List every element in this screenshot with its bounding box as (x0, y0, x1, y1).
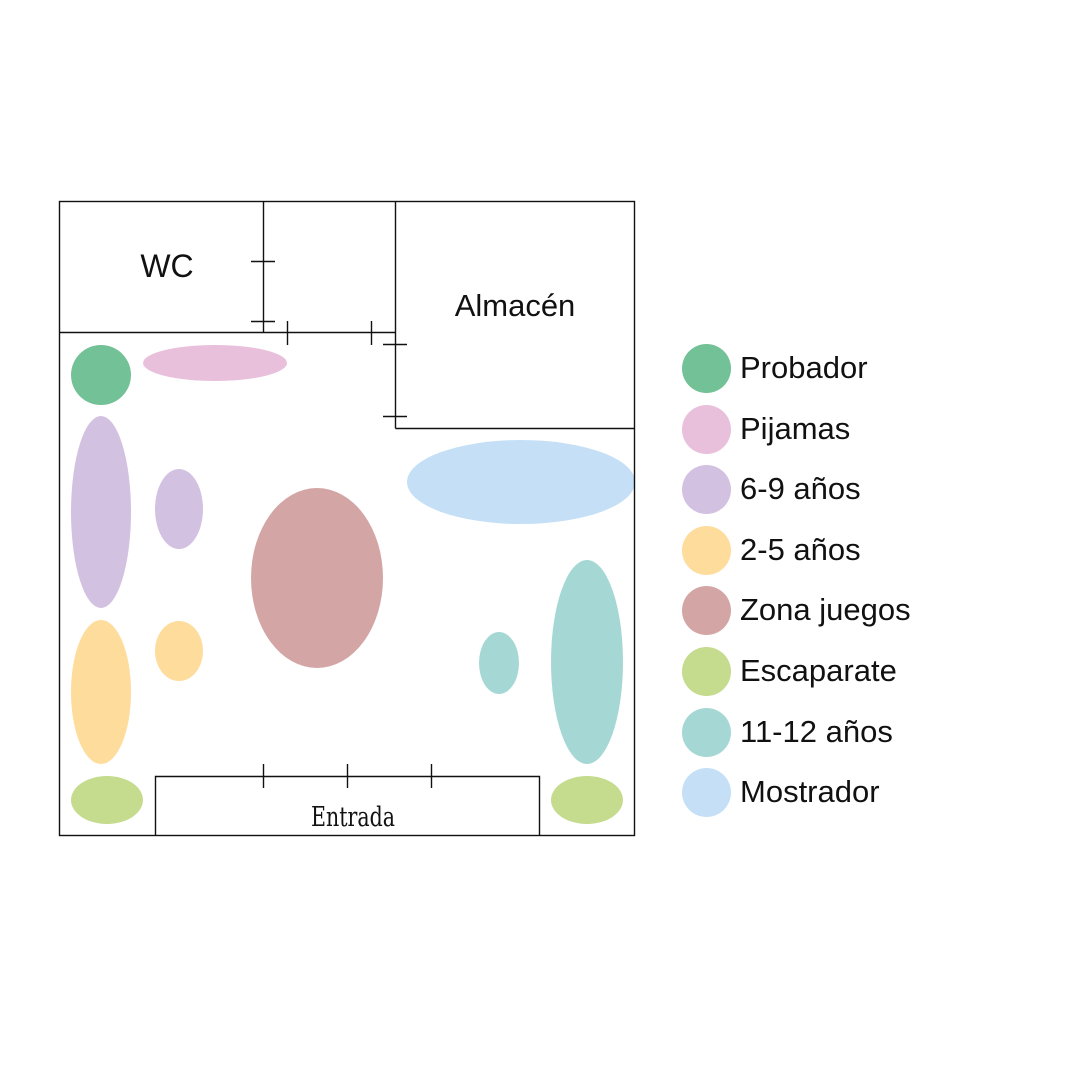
zone-probador (71, 345, 131, 405)
legend-swatch (682, 344, 731, 393)
zone-6-9-anos-small (155, 469, 203, 549)
legend: Probador Pijamas 6-9 años 2-5 años Zona … (682, 344, 1072, 829)
legend-swatch (682, 404, 731, 454)
legend-label: 6-9 años (740, 471, 861, 507)
zone-2-5-anos-large (71, 620, 131, 764)
legend-item-mostrador: Mostrador (682, 768, 1072, 829)
legend-item-pijamas: Pijamas (682, 404, 1072, 466)
legend-label: Escaparate (740, 652, 897, 688)
legend-item-escaparate: Escaparate (682, 646, 1072, 708)
door-marks (251, 260, 433, 788)
legend-item-probador: Probador (682, 344, 1072, 405)
legend-swatch (682, 646, 731, 696)
legend-label: 11-12 años (740, 713, 893, 749)
zone-11-12-anos-large (551, 560, 623, 764)
zone-6-9-anos-large (71, 416, 131, 608)
room-label-entrada: Entrada (311, 802, 395, 833)
room-label-almacen: Almacén (455, 288, 576, 323)
legend-item-zona-juegos: Zona juegos (682, 586, 1072, 647)
legend-swatch (682, 707, 731, 757)
legend-item-11-12-anos: 11-12 años (682, 707, 1072, 769)
legend-label: Probador (740, 350, 868, 385)
room-label-wc: WC (140, 248, 193, 284)
legend-label: Zona juegos (740, 592, 911, 628)
legend-item-2-5-anos: 2-5 años (682, 525, 1072, 587)
zone-mostrador (407, 440, 635, 524)
legend-label: Pijamas (740, 410, 851, 446)
legend-swatch (682, 586, 731, 636)
zone-pijamas (143, 345, 287, 381)
legend-swatch (682, 768, 731, 818)
zone-11-12-anos-small (479, 632, 519, 694)
zone-escaparate-left (71, 776, 143, 824)
legend-swatch (682, 465, 731, 515)
legend-label: 2-5 años (740, 531, 861, 567)
zone-escaparate-right (551, 776, 623, 824)
legend-label: Mostrador (740, 774, 880, 810)
walls (58, 200, 636, 837)
legend-swatch (682, 525, 731, 575)
zones (71, 345, 635, 824)
outer-wall (58, 200, 636, 837)
legend-item-6-9-anos: 6-9 años (682, 465, 1072, 526)
zone-zona-juegos (251, 488, 383, 668)
zone-2-5-anos-small (155, 621, 203, 681)
